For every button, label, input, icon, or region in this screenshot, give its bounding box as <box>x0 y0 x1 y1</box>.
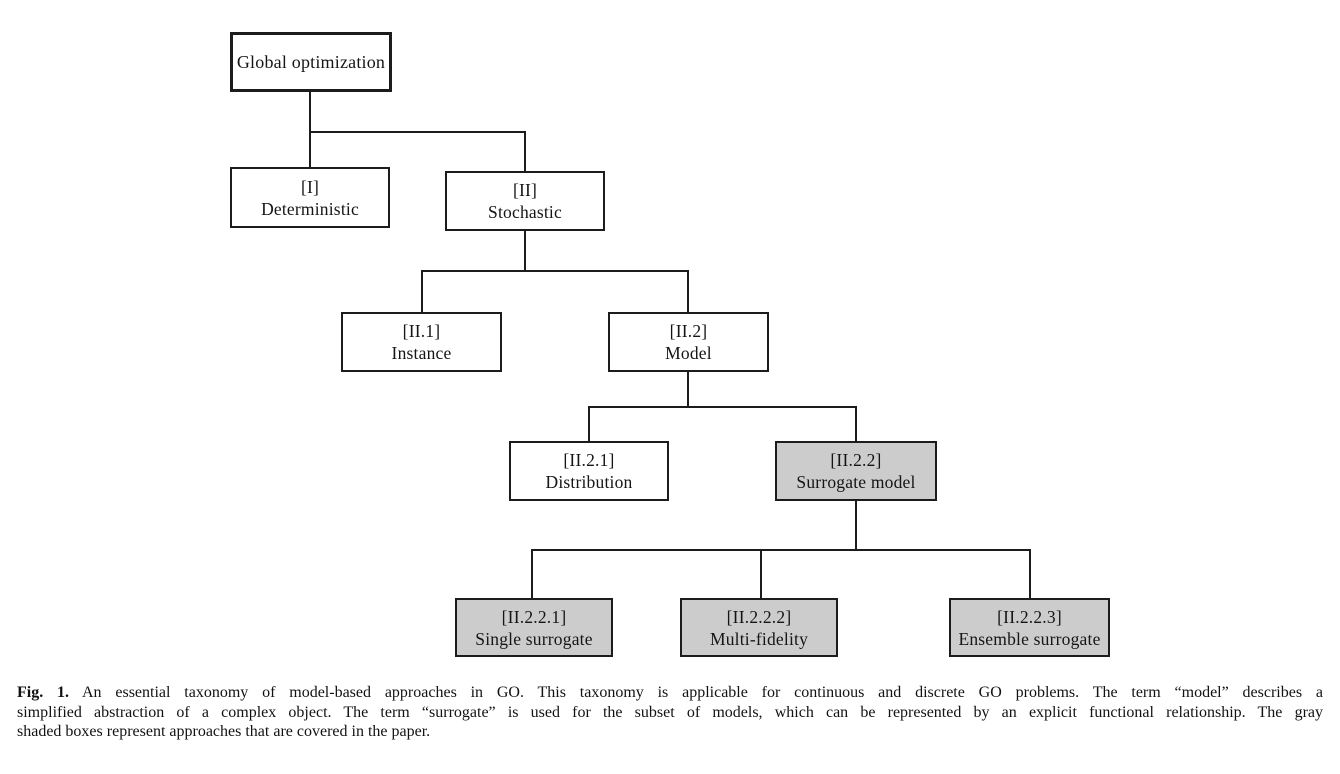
connector-model-stem <box>687 372 689 408</box>
figure-caption: Fig. 1. An essential taxonomy of model-b… <box>17 683 1323 742</box>
connector-model-drop <box>687 270 689 313</box>
node-label: Global optimization <box>236 52 386 72</box>
node-instance: [II.1] Instance <box>341 312 502 372</box>
caption-line-1-text: An essential taxonomy of model-based app… <box>82 684 1324 701</box>
node-code: [II.2.2.3] <box>997 606 1062 627</box>
connector-multifidelity-drop <box>760 549 762 599</box>
connector-level1-horizontal <box>309 131 526 133</box>
figure-label: Fig. 1. <box>17 684 70 701</box>
node-multi-fidelity: [II.2.2.2] Multi-fidelity <box>680 598 838 657</box>
connector-ensemble-drop <box>1029 549 1031 599</box>
node-ensemble-surrogate: [II.2.2.3] Ensemble surrogate <box>949 598 1110 657</box>
node-code: [II.2.1] <box>563 450 615 470</box>
caption-line-2: simplified abstraction of a complex obje… <box>17 703 1323 721</box>
node-label: Ensemble surrogate <box>958 628 1101 649</box>
node-model: [II.2] Model <box>608 312 769 372</box>
node-code: [I] <box>300 176 320 197</box>
node-stochastic: [II] Stochastic <box>445 171 605 231</box>
caption-line-1: Fig. 1. An essential taxonomy of model-b… <box>17 683 1323 703</box>
node-label: Instance <box>391 343 452 363</box>
node-code: [II.2.2] <box>830 450 882 470</box>
node-label: Deterministic <box>261 198 359 219</box>
node-code: [II.2] <box>669 321 708 341</box>
node-distribution: [II.2.1] Distribution <box>509 441 669 501</box>
connector-surrogate-drop <box>855 406 857 442</box>
node-label: Stochastic <box>488 202 562 222</box>
node-code: [II] <box>512 180 538 200</box>
node-deterministic: [I] Deterministic <box>230 167 390 228</box>
node-label: Multi-fidelity <box>709 628 809 649</box>
node-single-surrogate: [II.2.2.1] Single surrogate <box>455 598 613 657</box>
connector-stochastic-stem <box>524 231 526 272</box>
node-label: Surrogate model <box>796 472 916 492</box>
connector-level3-horizontal <box>588 406 857 408</box>
connector-level2-horizontal <box>421 270 689 272</box>
connector-level4-horizontal <box>531 549 1031 551</box>
connector-stochastic-drop <box>524 131 526 172</box>
connector-single-drop <box>531 549 533 599</box>
node-surrogate-model: [II.2.2] Surrogate model <box>775 441 937 501</box>
connector-surrogate-stem <box>855 501 857 551</box>
node-code: [II.1] <box>402 321 441 341</box>
node-global-optimization: Global optimization <box>230 32 392 92</box>
connector-distribution-drop <box>588 406 590 442</box>
node-label: Distribution <box>545 472 633 492</box>
caption-line-3: shaded boxes represent approaches that a… <box>17 723 431 740</box>
node-label: Single surrogate <box>475 628 593 649</box>
node-code: [II.2.2.1] <box>501 606 567 627</box>
node-label: Model <box>665 343 712 363</box>
node-code: [II.2.2.2] <box>726 606 792 627</box>
connector-instance-drop <box>421 270 423 313</box>
connector-global-stem <box>309 92 311 169</box>
